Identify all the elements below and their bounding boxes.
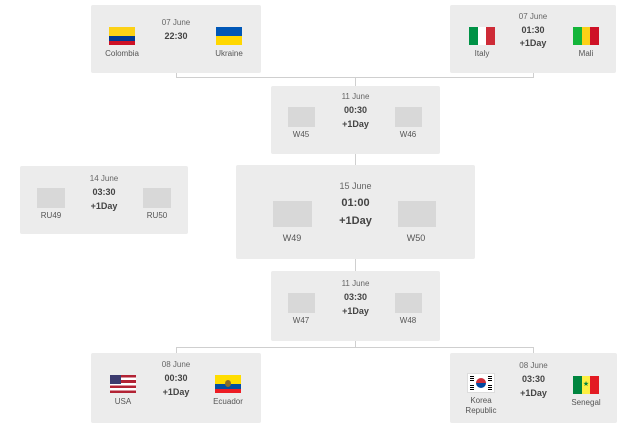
colombia-flag-icon [109, 27, 135, 45]
team-placeholder [395, 107, 422, 127]
korea-flag-icon [467, 373, 495, 393]
team-placeholder [395, 293, 422, 313]
bracket-line [176, 347, 534, 348]
mali-flag-icon [573, 27, 599, 45]
day-offset: +1Day [520, 388, 547, 398]
day-offset: +1Day [342, 306, 369, 316]
team-slot-label: W48 [399, 316, 417, 325]
team-slot-label: W45 [292, 130, 310, 139]
day-offset: +1Day [342, 119, 369, 129]
bracket-line [355, 154, 356, 165]
match-time: 00:30 [343, 105, 368, 115]
match-card-semifinal-1[interactable]: 11 June 00:30 +1Day W45 W46 [271, 86, 440, 154]
bracket-line [533, 347, 534, 353]
team-placeholder [288, 293, 315, 313]
match-card-usa-ecuador[interactable]: 08 June 00:30 +1Day USA Ecuador [91, 353, 261, 423]
match-date: 08 June [161, 360, 191, 369]
team-placeholder [143, 188, 171, 208]
team-slot-label: RU49 [40, 211, 62, 220]
match-time: 03:30 [521, 374, 546, 384]
bracket-line [355, 341, 356, 348]
match-date: 15 June [339, 181, 372, 191]
day-offset: +1Day [519, 38, 547, 48]
team-name: Ecuador [213, 397, 243, 406]
italy-flag-icon [469, 27, 495, 45]
day-offset: +1Day [339, 215, 372, 227]
usa-flag-icon [110, 375, 136, 393]
match-date: 07 June [161, 18, 191, 27]
team-name: Korea Republic [465, 396, 497, 415]
match-time: 22:30 [164, 31, 188, 41]
bracket-line [176, 347, 177, 353]
team-placeholder [288, 107, 315, 127]
match-date: 07 June [518, 12, 548, 21]
bracket-line [533, 73, 534, 78]
team-slot-label: W47 [292, 316, 310, 325]
match-time: 01:30 [521, 25, 545, 35]
match-time: 03:30 [343, 292, 368, 302]
senegal-flag-icon: ★ [573, 376, 599, 394]
match-time: 01:00 [341, 197, 370, 209]
ukraine-flag-icon [216, 27, 242, 45]
team-placeholder [398, 201, 436, 227]
team-slot-label: W46 [399, 130, 417, 139]
team-slot-label: RU50 [146, 211, 168, 220]
team-name: Senegal [571, 398, 601, 407]
bracket-line [176, 73, 177, 78]
match-card-colombia-ukraine[interactable]: 07 June 22:30 Colombia Ukraine [91, 5, 261, 73]
team-slot-label: W50 [406, 233, 426, 243]
bracket-line [355, 259, 356, 271]
match-date: 08 June [519, 361, 548, 370]
match-card-semifinal-2[interactable]: 11 June 03:30 +1Day W47 W48 [271, 271, 440, 341]
team-slot-label: W49 [282, 233, 302, 243]
team-name: Italy [474, 49, 490, 58]
team-name: Colombia [105, 49, 139, 58]
match-time: 03:30 [92, 187, 116, 197]
team-placeholder [37, 188, 65, 208]
match-date: 11 June [341, 279, 370, 288]
team-name: Ukraine [215, 49, 243, 58]
match-card-third-place[interactable]: 14 June 03:30 +1Day RU49 RU50 [20, 166, 188, 234]
match-card-final[interactable]: 15 June 01:00 +1Day W49 W50 [236, 165, 475, 259]
day-offset: +1Day [162, 387, 190, 397]
match-time: 00:30 [164, 373, 188, 383]
match-date: 14 June [89, 174, 119, 183]
match-date: 11 June [341, 92, 370, 101]
bracket-line [355, 77, 356, 86]
match-card-korea-senegal[interactable]: 08 June 03:30 +1Day Korea Republic ★ Sen… [450, 353, 617, 423]
team-placeholder [273, 201, 312, 227]
day-offset: +1Day [90, 201, 118, 211]
match-card-italy-mali[interactable]: 07 June 01:30 +1Day Italy Mali [450, 5, 616, 73]
team-name: Mali [578, 49, 594, 58]
ecuador-flag-icon [215, 375, 241, 393]
team-name: USA [114, 397, 132, 406]
